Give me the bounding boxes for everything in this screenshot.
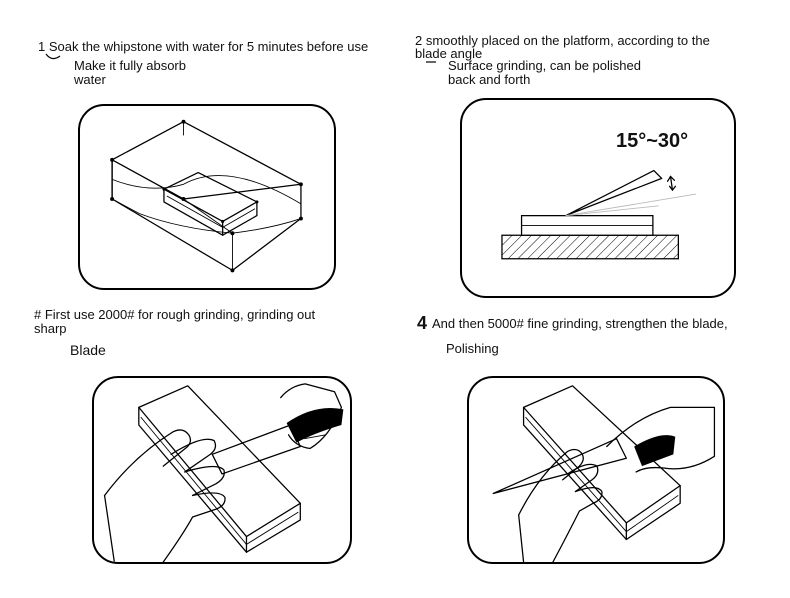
- angle-label: 15°~30°: [616, 130, 689, 152]
- step1-title: 1 Soak the whipstone with water for 5 mi…: [38, 39, 369, 54]
- step2-title-line1: 2 smoothly placed on the platform, accor…: [415, 33, 710, 48]
- step1-note-line1: Make it fully absorb: [74, 58, 186, 73]
- soaking-stone-illustration: [110, 119, 303, 273]
- step4-number: 4: [417, 313, 428, 333]
- step2-title-line2: blade angle: [415, 46, 483, 61]
- step3-note: Blade: [70, 342, 106, 358]
- rough-grinding-illustration: [103, 383, 344, 562]
- step4-note: Polishing: [446, 341, 499, 356]
- step2-note-line2: back and forth: [448, 72, 531, 87]
- step3-title-line2: sharp: [34, 321, 67, 336]
- step1-mark-icon: [45, 53, 61, 60]
- step2-note-line1: Surface grinding, can be polished: [448, 58, 641, 73]
- step2-mark-icon: [426, 61, 436, 63]
- step2-illustration-panel: 15°~30°: [460, 98, 736, 298]
- step1-note-line2: water: [74, 72, 106, 87]
- angle-grinding-illustration: [501, 169, 697, 260]
- fine-grinding-illustration: [492, 385, 716, 562]
- step3-title-line1: # First use 2000# for rough grinding, gr…: [34, 307, 316, 322]
- step4-title: And then 5000# fine grinding, strengthen…: [432, 316, 728, 331]
- step4-illustration-panel: [467, 376, 725, 564]
- step3-illustration-panel: [92, 376, 352, 564]
- step1-illustration-panel: [78, 104, 336, 290]
